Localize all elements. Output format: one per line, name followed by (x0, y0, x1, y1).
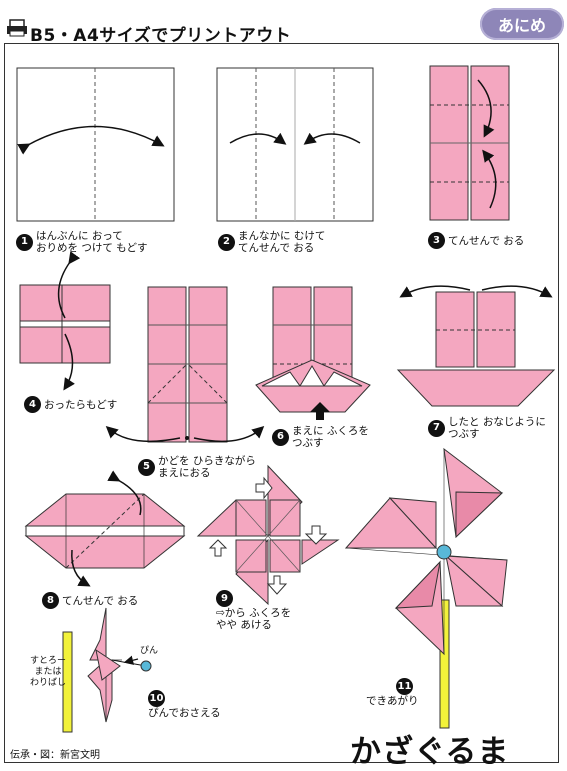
stick-label-line: または (34, 667, 62, 677)
caption-line: つぶす (448, 428, 480, 440)
caption-line: おったらもどす (44, 398, 118, 411)
stick-label: すとろー または わりばし (30, 656, 66, 689)
step10-figure (62, 607, 152, 733)
step-number: 4 (24, 396, 41, 413)
caption-line: ぴんでおさえる (148, 707, 221, 719)
step-number: 5 (138, 458, 155, 476)
step7-figure (396, 285, 556, 407)
print-size-title[interactable]: B5・A4サイズでプリントアウト (30, 26, 292, 46)
step-number: 9 (216, 590, 233, 607)
step-number: 8 (42, 592, 59, 609)
caption-line: てんせんで おる (238, 242, 315, 254)
caption-line: てんせんで おる (62, 594, 139, 607)
step-number: 2 (218, 233, 235, 251)
step3-figure (429, 65, 510, 221)
step-number: 10 (148, 690, 165, 707)
caption-line: てんせんで おる (448, 234, 525, 247)
printer-icon[interactable] (6, 19, 28, 37)
credit-text: 伝承・図：新宮文明 (10, 750, 100, 761)
step-number: 3 (428, 232, 445, 249)
final-title: かざぐるま (350, 734, 510, 770)
step11-figure (344, 447, 508, 729)
caption-line: できあがり (366, 695, 419, 707)
step5-figure (105, 286, 265, 443)
step1-figure (16, 67, 175, 222)
caption-line: したと おなじように (448, 416, 546, 428)
anime-button[interactable]: あにめ (480, 8, 564, 40)
step-number: 6 (272, 428, 289, 446)
pin-label: ぴん (140, 646, 159, 656)
caption-line: かどを ひらきながら (158, 455, 256, 467)
caption-line: おりめを つけて もどす (36, 242, 148, 254)
step6-figure (255, 286, 371, 420)
step-number: 1 (16, 233, 33, 251)
step2-figure (216, 67, 374, 222)
caption-line: やや あける (216, 619, 272, 631)
stick-label-line: わりばし (30, 678, 67, 688)
caption-line: まえにおる (158, 467, 211, 479)
step8-figure (24, 470, 186, 587)
diagram-frame (4, 43, 559, 763)
caption-line: ⇨から ふくろを (216, 607, 292, 619)
caption-line: はんぶんに おって (36, 230, 123, 242)
caption-line: まえに ふくろを (292, 425, 369, 437)
caption-line: まんなかに むけて (238, 230, 326, 242)
caption-line: つぶす (292, 437, 324, 449)
step9-figure (196, 464, 340, 606)
step-number: 11 (396, 678, 413, 695)
stick-label-line: すとろー (30, 656, 67, 666)
step-number: 7 (428, 419, 445, 437)
step4-figure (19, 251, 111, 391)
step-9-caption: 9⇨から ふくろをやや あける (216, 590, 291, 631)
